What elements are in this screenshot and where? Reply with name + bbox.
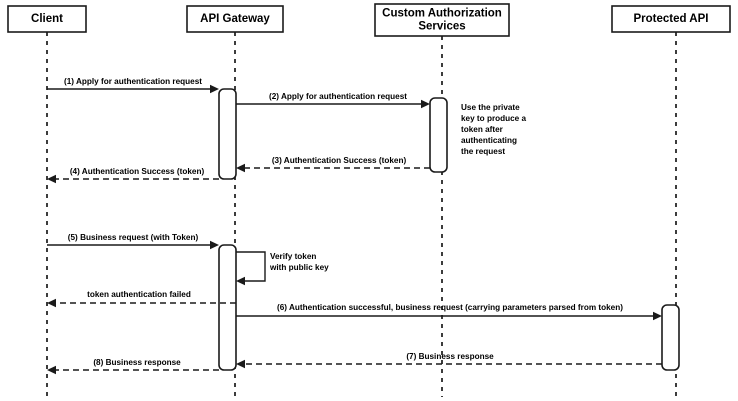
messages-layer: (1) Apply for authentication request (2) … — [47, 77, 662, 375]
msg-7: (6) Authentication successful, business … — [236, 303, 662, 321]
participant-protected-api[interactable]: Protected API — [611, 5, 731, 33]
arrowhead — [47, 298, 56, 308]
msg-4: (4) Authentication Success (token) — [47, 167, 219, 184]
self-messages-layer: Verify token with public key — [236, 251, 329, 286]
msg-6-label: token authentication failed — [87, 290, 191, 299]
activation-authservice-auth — [429, 97, 448, 173]
self-msg-verify-token-label-line: Verify token — [270, 252, 316, 261]
participants-layer: Client API Gateway Custom AuthorizationSer… — [7, 3, 731, 37]
arrowhead — [210, 240, 219, 250]
note-private-key-line: key to produce a — [461, 114, 527, 123]
notes-layer: Use the private key to produce a token aft… — [461, 103, 527, 156]
note-private-key: Use the private key to produce a token aft… — [461, 103, 527, 156]
lifelines-layer — [46, 32, 677, 397]
participant-box-custom-authorization-services[interactable] — [374, 3, 510, 37]
msg-1: (1) Apply for authentication request — [47, 77, 219, 94]
arrowhead — [421, 99, 430, 109]
msg-3-label: (3) Authentication Success (token) — [272, 156, 407, 165]
participant-label-api-gateway: API Gateway — [200, 13, 270, 25]
arrowhead — [236, 359, 245, 369]
self-msg-verify-token-path — [236, 251, 266, 282]
participant-label-custom-authorization-services: Custom Authorization — [382, 8, 502, 20]
activation-protected-api — [661, 304, 680, 371]
msg-2-label: (2) Apply for authentication request — [269, 92, 407, 101]
arrowhead — [653, 311, 662, 321]
msg-1-label: (1) Apply for authentication request — [64, 77, 202, 86]
participant-label-protected-api: Protected API — [634, 13, 709, 25]
participant-client[interactable]: Client — [7, 5, 87, 33]
msg-5: (5) Business request (with Token) — [47, 233, 219, 250]
participant-box-client[interactable] — [7, 5, 87, 33]
note-private-key-line: authenticating — [461, 136, 517, 145]
participant-label-custom-authorization-services: Services — [418, 21, 465, 33]
participant-box-protected-api[interactable] — [611, 5, 731, 33]
msg-6: token authentication failed — [47, 290, 236, 308]
msg-8-label: (7) Business response — [406, 352, 494, 361]
msg-2: (2) Apply for authentication request — [236, 92, 430, 109]
msg-7-label: (6) Authentication successful, business … — [277, 303, 623, 312]
arrowhead — [236, 163, 245, 173]
note-private-key-line: Use the private — [461, 103, 520, 112]
msg-9: (8) Business response — [47, 358, 219, 375]
self-msg-verify-token-label-line: with public key — [269, 263, 329, 272]
arrowhead — [236, 276, 245, 286]
participant-box-api-gateway[interactable] — [186, 5, 284, 33]
msg-5-label: (5) Business request (with Token) — [68, 233, 199, 242]
msg-9-label: (8) Business response — [93, 358, 181, 367]
arrowhead — [47, 365, 56, 375]
arrowhead — [210, 84, 219, 94]
msg-4-label: (4) Authentication Success (token) — [70, 167, 205, 176]
arrowhead — [47, 174, 56, 184]
participant-api-gateway[interactable]: API Gateway — [186, 5, 284, 33]
msg-3: (3) Authentication Success (token) — [236, 156, 430, 173]
activations-layer — [218, 88, 680, 371]
self-msg-verify-token: Verify token with public key — [236, 251, 329, 286]
msg-8: (7) Business response — [236, 352, 662, 369]
activation-gateway-business — [218, 244, 237, 371]
participant-label-client: Client — [31, 13, 63, 25]
activation-gateway-auth — [218, 88, 237, 180]
note-private-key-line: token after — [461, 125, 504, 134]
note-private-key-line: the request — [461, 147, 505, 156]
